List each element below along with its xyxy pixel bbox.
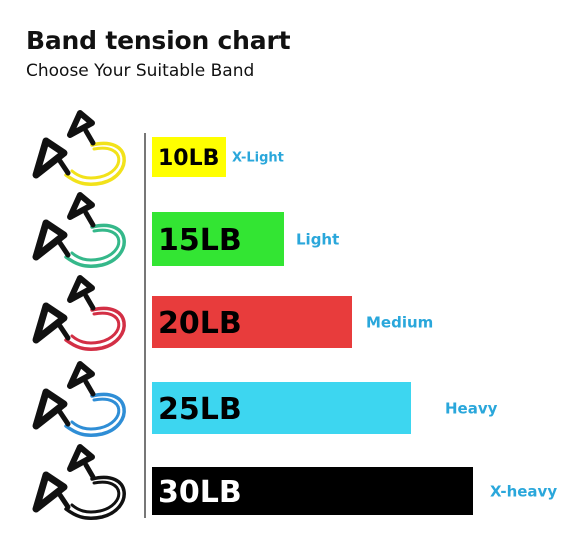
- bar-label-30lb: 30LB: [158, 475, 242, 510]
- level-label-heavy: Heavy: [445, 399, 498, 417]
- bar-label-20lb: 20LB: [158, 306, 242, 341]
- bar-25lb: [152, 382, 411, 434]
- bars-group: [152, 137, 473, 515]
- bar-20lb: [152, 296, 352, 348]
- level-label-medium: Medium: [366, 313, 433, 331]
- bar-labels-group: 10LB 15LB 20LB 25LB 30LB: [158, 146, 242, 510]
- bar-label-10lb: 10LB: [158, 146, 219, 171]
- chart-title: Band tension chart: [26, 26, 291, 55]
- resistance-band-icon: [32, 444, 126, 521]
- resistance-band-icon: [32, 275, 126, 352]
- chart-subtitle: Choose Your Suitable Band: [26, 61, 255, 81]
- bar-label-25lb: 25LB: [158, 392, 242, 427]
- bar-15lb: [152, 212, 284, 266]
- level-label-x-heavy: X-heavy: [490, 482, 557, 500]
- resistance-band-icon: [32, 361, 126, 438]
- level-label-light: Light: [296, 230, 339, 248]
- bar-10lb: [152, 137, 226, 177]
- bar-30lb: [152, 467, 473, 515]
- resistance-band-icon: [32, 192, 126, 269]
- level-label-x-light: X-Light: [232, 151, 284, 166]
- band-icons: [32, 110, 126, 521]
- bar-label-15lb: 15LB: [158, 223, 242, 258]
- resistance-band-icon: [32, 110, 126, 187]
